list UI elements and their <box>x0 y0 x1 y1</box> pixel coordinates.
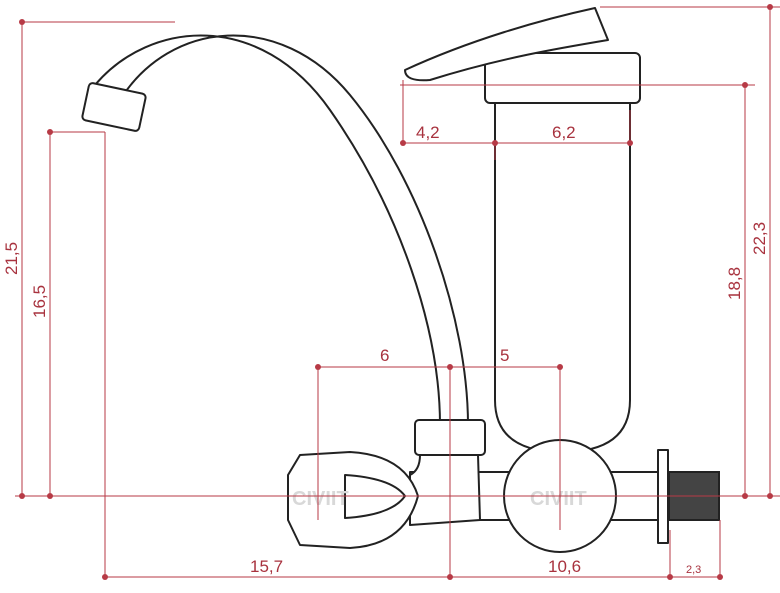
label-pipe-length: 10,6 <box>548 557 581 576</box>
dimension-dots <box>19 4 773 580</box>
elbow <box>409 454 481 526</box>
label-left-center: 6 <box>380 346 389 365</box>
label-spout-reach: 15,7 <box>250 557 283 576</box>
body-cylinder <box>494 99 631 453</box>
lever-handle <box>404 7 609 82</box>
faucet-drawing: CIVIIT CIVIIT <box>81 7 720 553</box>
watermark-left: CIVIIT <box>292 488 349 510</box>
label-body-total-height: 22,3 <box>750 222 769 255</box>
label-total-height: 21,5 <box>2 242 21 275</box>
watermark-right: CIVIIT <box>530 488 587 510</box>
spout-nozzle <box>81 82 147 132</box>
body-cap <box>484 52 641 104</box>
dimension-lines <box>15 4 780 580</box>
label-right-center: 5 <box>500 346 509 365</box>
label-cap-width: 6,2 <box>552 123 576 142</box>
label-spout-height: 16,5 <box>30 285 49 318</box>
label-lever-offset: 4,2 <box>416 123 440 142</box>
label-body-height: 18,8 <box>725 267 744 300</box>
dimension-labels: 21,5 16,5 22,3 18,8 4,2 6,2 6 5 15,7 10,… <box>2 123 769 576</box>
label-thread-length: 2,3 <box>686 564 701 576</box>
